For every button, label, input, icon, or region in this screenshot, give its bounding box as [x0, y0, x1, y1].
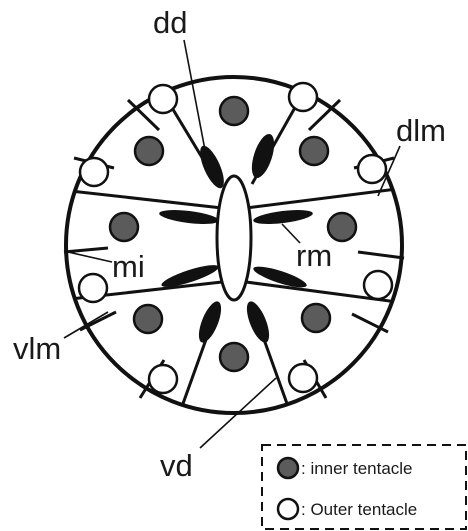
- legend-inner-swatch: [278, 458, 298, 478]
- label-mi: mi: [112, 249, 145, 284]
- legend-outer-swatch: [278, 499, 298, 519]
- outer-tentacle: [80, 158, 108, 186]
- pharynx: [217, 176, 251, 300]
- legend-outer-label: : Outer tentacle: [301, 500, 417, 519]
- legend-inner-label: : inner tentacle: [301, 459, 413, 478]
- label-vlm: vlm: [13, 331, 61, 366]
- inner-tentacle: [135, 137, 163, 165]
- label-dd: dd: [153, 5, 187, 40]
- legend: : inner tentacle : Outer tentacle: [262, 445, 466, 529]
- outer-tentacle: [289, 83, 317, 111]
- inner-tentacle: [328, 213, 356, 241]
- inner-tentacle: [302, 304, 330, 332]
- outer-tentacle: [364, 271, 392, 299]
- outer-tentacle: [289, 364, 317, 392]
- inner-tentacle: [220, 343, 248, 371]
- inner-tentacle: [110, 213, 138, 241]
- outer-tentacle: [79, 274, 107, 302]
- inner-tentacle: [134, 305, 162, 333]
- outer-tentacle: [358, 155, 386, 183]
- label-vd: vd: [160, 448, 193, 483]
- outer-tentacle: [149, 85, 177, 113]
- inner-tentacle: [300, 137, 328, 165]
- inner-tentacle: [220, 97, 248, 125]
- outer-tentacle: [149, 365, 177, 393]
- label-rm: rm: [296, 238, 332, 273]
- label-dlm: dlm: [396, 113, 446, 148]
